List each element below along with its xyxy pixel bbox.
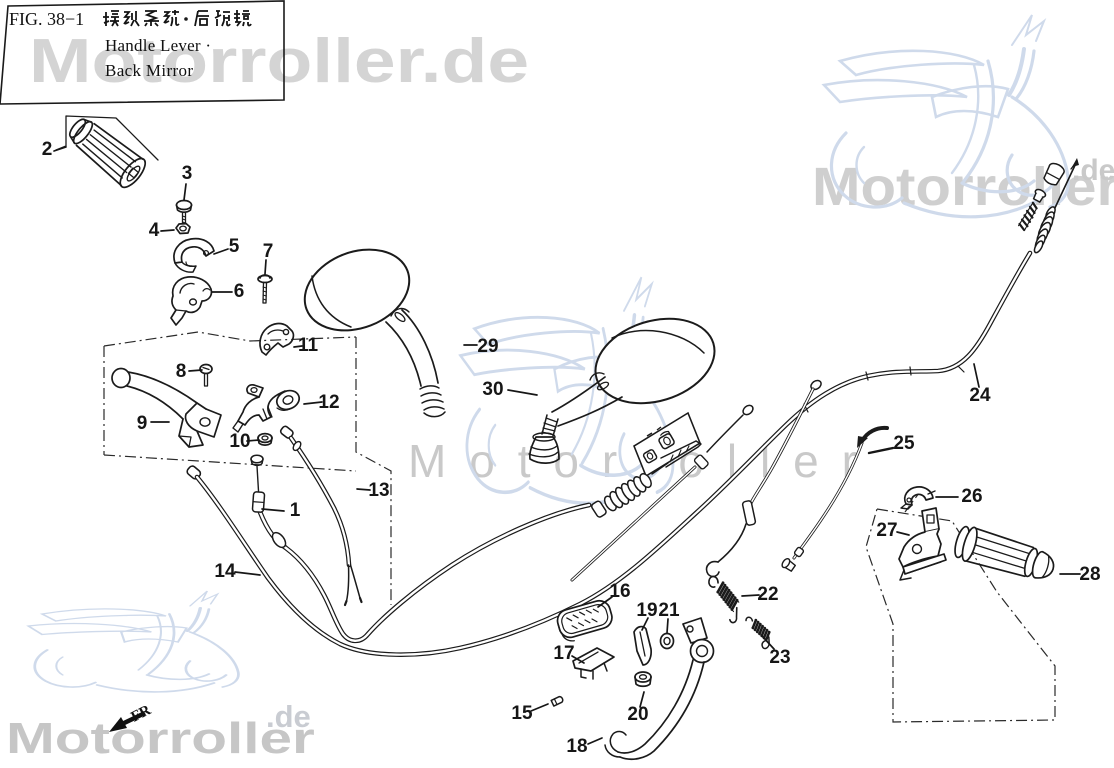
svg-text:28: 28: [1079, 564, 1100, 585]
svg-text:Handle Lever ·: Handle Lever ·: [105, 36, 211, 55]
svg-text:3: 3: [182, 163, 193, 184]
svg-text:.de: .de: [266, 699, 311, 734]
svg-text:30: 30: [482, 379, 503, 400]
svg-text:5: 5: [229, 236, 240, 257]
svg-text:24: 24: [969, 385, 991, 406]
svg-text:Back Mirror: Back Mirror: [105, 61, 193, 80]
svg-text:11: 11: [298, 335, 319, 356]
svg-text:12: 12: [318, 392, 339, 413]
svg-text:17: 17: [553, 643, 574, 664]
svg-text:21: 21: [658, 600, 680, 621]
svg-text:2: 2: [42, 139, 53, 160]
svg-text:25: 25: [893, 433, 915, 454]
svg-text:23: 23: [769, 647, 790, 668]
svg-text:Motorroller: Motorroller: [6, 713, 315, 762]
svg-text:26: 26: [961, 486, 982, 507]
svg-text:18: 18: [566, 736, 587, 757]
svg-text:6: 6: [234, 281, 245, 302]
svg-text:13: 13: [368, 480, 389, 501]
svg-text:27: 27: [876, 520, 897, 541]
svg-text:16: 16: [609, 581, 630, 602]
svg-text:20: 20: [627, 704, 648, 725]
svg-text:Motorroller.de: Motorroller.de: [29, 26, 529, 95]
svg-text:22: 22: [757, 584, 778, 605]
svg-text:FIG. 38−1: FIG. 38−1: [9, 9, 84, 29]
svg-text:19: 19: [636, 600, 657, 621]
svg-text:7: 7: [263, 241, 274, 262]
svg-text:9: 9: [137, 413, 148, 434]
svg-text:8: 8: [176, 361, 187, 382]
svg-text:4: 4: [149, 220, 160, 241]
svg-text:15: 15: [511, 703, 533, 724]
svg-text:10: 10: [229, 431, 250, 452]
svg-text:.de: .de: [1072, 154, 1114, 187]
svg-text:14: 14: [214, 561, 236, 582]
svg-text:29: 29: [477, 336, 498, 357]
svg-text:1: 1: [290, 500, 301, 521]
